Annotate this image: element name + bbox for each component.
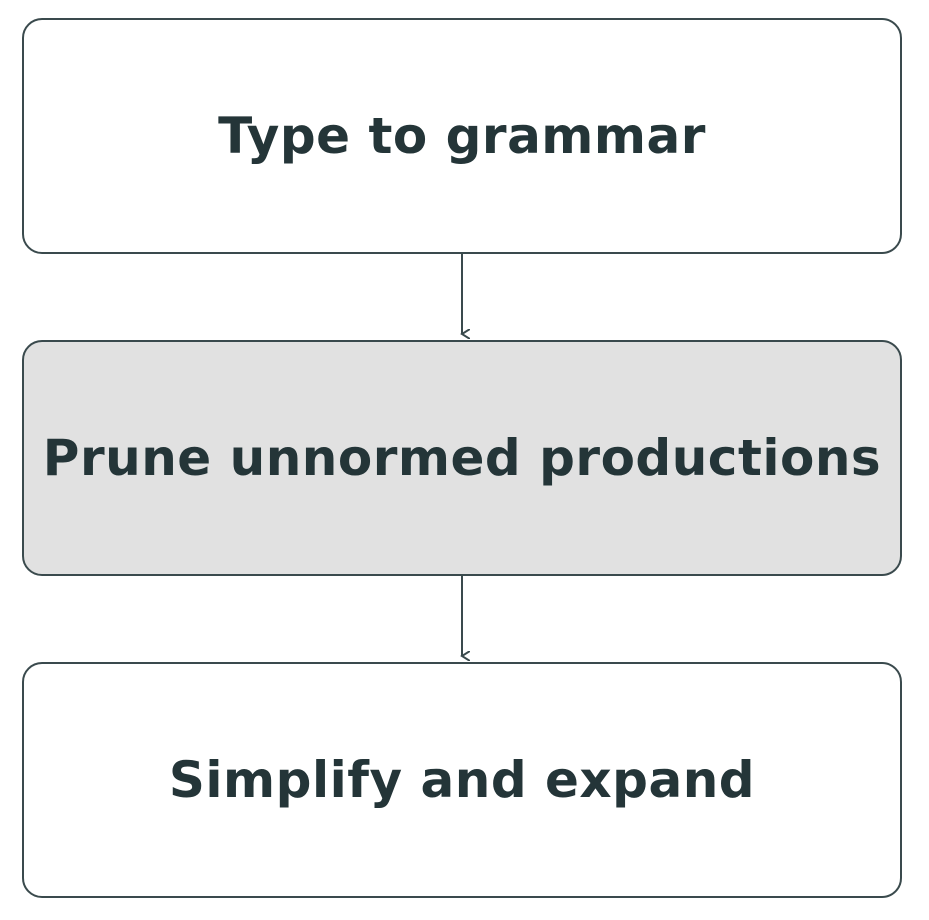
flow-step-label: Type to grammar [218,107,706,165]
flow-step-label: Prune unnormed productions [42,429,882,487]
flow-step-prune-unnormed-productions: Prune unnormed productions [22,340,902,576]
flow-step-label: Simplify and expand [168,751,756,809]
flow-step-type-to-grammar: Type to grammar [22,18,902,254]
flow-step-simplify-and-expand: Simplify and expand [22,662,902,898]
